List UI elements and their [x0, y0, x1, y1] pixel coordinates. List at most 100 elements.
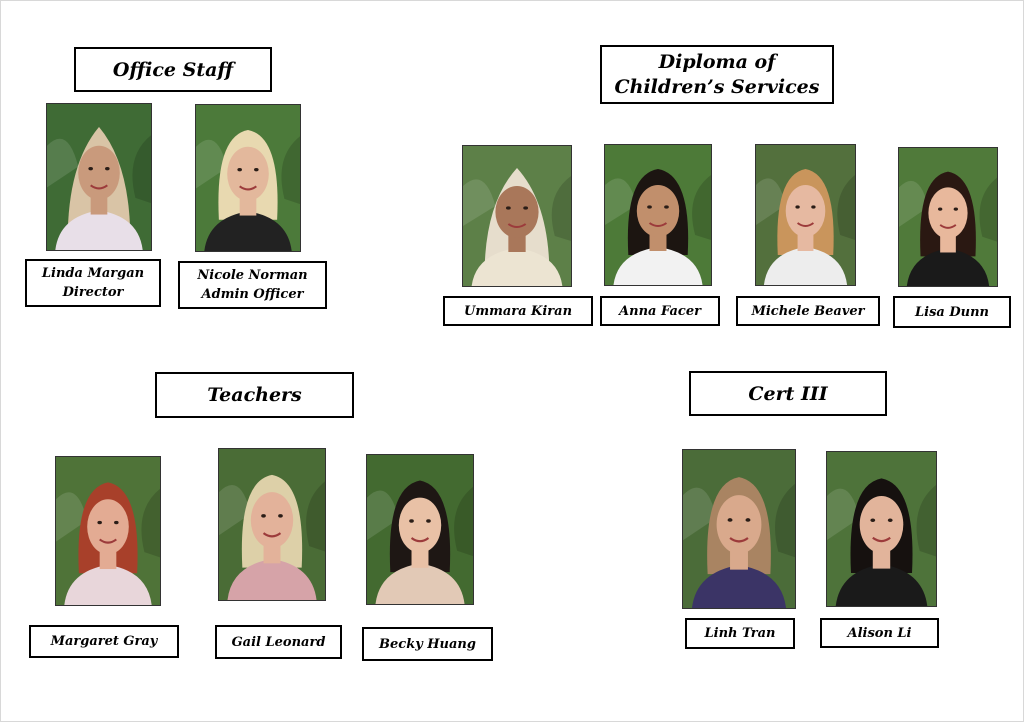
- eye: [938, 207, 943, 211]
- name-label-lisa-dunn: Lisa Dunn: [893, 296, 1011, 328]
- eye: [745, 518, 751, 522]
- person-name: Nicole Norman: [197, 268, 308, 283]
- neck: [239, 196, 257, 216]
- eye: [505, 206, 511, 210]
- face: [250, 492, 294, 549]
- portrait-image: [827, 452, 936, 606]
- eye: [870, 518, 876, 522]
- neck: [263, 543, 281, 564]
- eye: [114, 520, 119, 525]
- smile: [796, 222, 815, 227]
- foliage-leaf: [775, 483, 795, 558]
- smile: [239, 185, 257, 191]
- foliage-leaf: [979, 177, 997, 242]
- eye: [409, 519, 414, 523]
- eye: [261, 514, 266, 518]
- foliage-leaf: [837, 175, 855, 240]
- neck: [411, 548, 429, 568]
- shirt: [763, 247, 848, 285]
- shirt: [906, 248, 990, 286]
- smile: [99, 538, 117, 544]
- name-label-nicole-norman: Nicole Norman Admin Officer: [178, 261, 327, 309]
- foliage-leaf: [281, 136, 300, 205]
- office-staff-heading: Office Staff: [74, 47, 272, 92]
- name-label-ummara-kiran: Ummara Kiran: [443, 296, 593, 326]
- diploma-heading-line1: Diploma of: [658, 50, 776, 73]
- foliage-leaf: [141, 488, 160, 558]
- smile: [872, 536, 891, 543]
- foliage-leaf: [306, 481, 325, 552]
- face: [398, 497, 442, 553]
- name-label-alison-li: Alison Li: [820, 618, 939, 648]
- face: [636, 185, 680, 237]
- eye: [97, 520, 102, 525]
- shirt: [835, 564, 928, 606]
- shirt: [375, 563, 465, 604]
- smile: [648, 222, 668, 227]
- diploma-heading: Diploma of Children’s Services: [600, 45, 834, 104]
- neck: [730, 549, 748, 570]
- photo-linh-tran: [682, 449, 796, 609]
- foliage-leaf: [367, 490, 399, 541]
- face: [928, 187, 968, 239]
- portrait-image: [47, 104, 151, 250]
- portrait-image: [367, 455, 473, 604]
- smile: [729, 537, 749, 543]
- face: [227, 146, 269, 201]
- eye: [664, 205, 669, 209]
- photo-margaret-gray: [55, 456, 161, 606]
- shirt: [613, 247, 703, 285]
- neck: [872, 548, 891, 569]
- neck: [99, 550, 117, 570]
- foliage-leaf: [692, 175, 711, 240]
- smile: [410, 537, 430, 543]
- shirt: [204, 211, 292, 251]
- eye: [105, 166, 110, 171]
- shirt: [64, 564, 152, 605]
- name-label-michele-beaver: Michele Beaver: [736, 296, 880, 326]
- person-name: Linda Margan: [41, 266, 145, 281]
- portrait-image: [463, 146, 571, 286]
- photo-linda-margan: [46, 103, 152, 251]
- cert3-heading: Cert III: [689, 371, 887, 416]
- foliage-leaf: [683, 487, 717, 541]
- eye: [237, 167, 242, 172]
- name-label-anna-facer: Anna Facer: [600, 296, 720, 326]
- shirt: [227, 559, 317, 600]
- foliage-leaf: [56, 492, 88, 542]
- portrait-image: [683, 450, 795, 608]
- eye: [811, 205, 816, 209]
- portrait-image: [605, 145, 711, 285]
- photo-anna-facer: [604, 144, 712, 286]
- photo-gail-leonard: [218, 448, 326, 601]
- name-label-becky-huang: Becky Huang: [362, 627, 493, 661]
- shirt: [471, 248, 563, 286]
- photo-alison-li: [826, 451, 937, 607]
- portrait-image: [219, 449, 325, 600]
- neck: [508, 234, 526, 252]
- photo-becky-huang: [366, 454, 474, 605]
- person-role: Admin Officer: [201, 287, 304, 302]
- neck: [649, 233, 667, 251]
- smile: [939, 224, 957, 229]
- name-label-gail-leonard: Gail Leonard: [215, 625, 342, 659]
- eye: [727, 518, 733, 522]
- name-label-linda-margan: Linda Margan Director: [25, 259, 161, 307]
- foliage-leaf: [605, 178, 637, 225]
- shirt: [691, 565, 787, 608]
- portrait-image: [899, 148, 997, 286]
- portrait-image: [56, 457, 160, 605]
- neck: [797, 233, 814, 251]
- portrait-image: [196, 105, 300, 251]
- neck: [90, 195, 108, 215]
- eye: [278, 514, 283, 518]
- face: [859, 496, 904, 554]
- photo-ummara-kiran: [462, 145, 572, 287]
- foliage-leaf: [551, 176, 571, 241]
- eye: [88, 166, 93, 171]
- photo-lisa-dunn: [898, 147, 998, 287]
- face: [78, 145, 120, 200]
- foliage-leaf: [47, 138, 79, 188]
- name-label-linh-tran: Linh Tran: [685, 618, 795, 649]
